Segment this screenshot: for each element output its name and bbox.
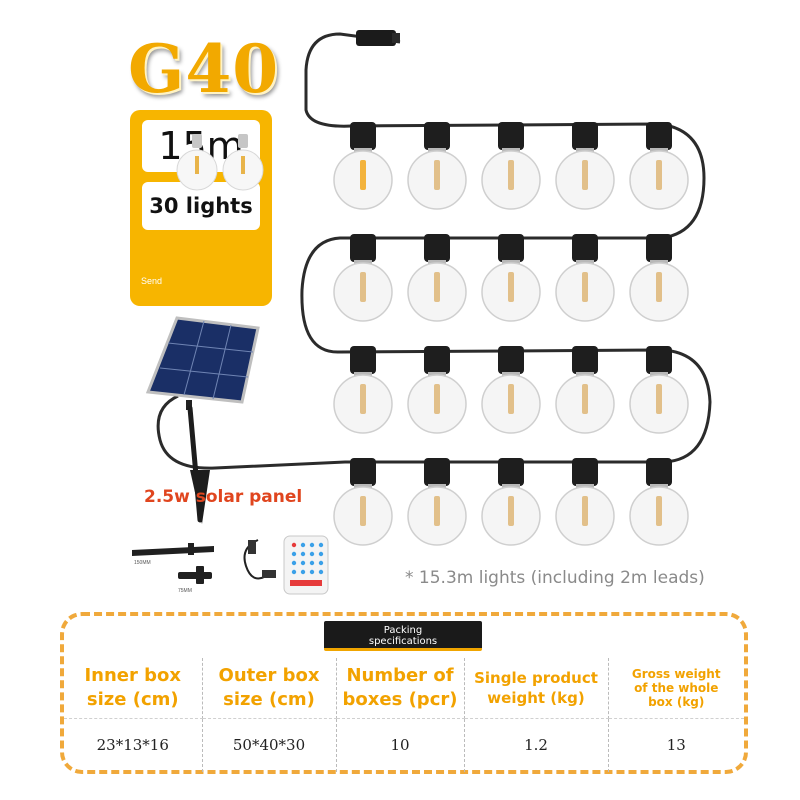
- bulb-icon: [407, 458, 467, 546]
- spare-bulb-icon: [176, 134, 218, 191]
- length-note: * 15.3m lights (including 2m leads): [405, 568, 705, 588]
- value-gross-weight: 13: [607, 717, 744, 772]
- value-inner-box: 23*13*16: [64, 717, 203, 772]
- bulb-icon: [555, 234, 615, 322]
- value-single-weight: 1.2: [463, 717, 609, 772]
- spare-bulb-icon: [222, 134, 264, 191]
- packing-frame: [60, 612, 748, 774]
- stake-short-icon: [178, 566, 212, 584]
- bulb-icon: [555, 122, 615, 210]
- bulb-icon: [629, 346, 689, 434]
- remote-control-icon: [283, 535, 329, 595]
- solar-panel-icon: [145, 316, 260, 524]
- solar-panel-label: 2.5w solar panel: [144, 487, 303, 507]
- bulb-icon: [407, 122, 467, 210]
- value-box-count: 10: [335, 717, 465, 772]
- model-title: G40: [128, 30, 280, 108]
- bulb-icon: [407, 346, 467, 434]
- bulb-icon: [333, 346, 393, 434]
- bulb-icon: [333, 458, 393, 546]
- plug-connector: [356, 30, 396, 46]
- bulb-icon: [481, 346, 541, 434]
- stake-short-label: 75MM: [178, 588, 192, 594]
- bulb-icon: [629, 458, 689, 546]
- usb-cable-icon: [243, 539, 276, 580]
- bulb-icon: [333, 234, 393, 322]
- stake-long-label: 150MM: [134, 560, 151, 566]
- bulb-icon: [481, 458, 541, 546]
- bulb-icon: [481, 122, 541, 210]
- packing-values-row: 23*13*16 50*40*30 10 1.2 13: [64, 717, 744, 772]
- send-label: Send: [141, 276, 163, 286]
- bulb-icon: [629, 234, 689, 322]
- bulb-icon: [407, 234, 467, 322]
- string-cable: [156, 32, 712, 470]
- bulb-icon: [333, 122, 393, 210]
- bulb-icon: [481, 234, 541, 322]
- value-outer-box: 50*40*30: [201, 717, 337, 772]
- stake-long-icon: [132, 543, 214, 556]
- bulb-icon: [555, 458, 615, 546]
- bulb-icon: [555, 346, 615, 434]
- packing-header: Packing specifications: [324, 621, 482, 651]
- bulb-icon: [629, 122, 689, 210]
- bulb-grid: [333, 122, 689, 546]
